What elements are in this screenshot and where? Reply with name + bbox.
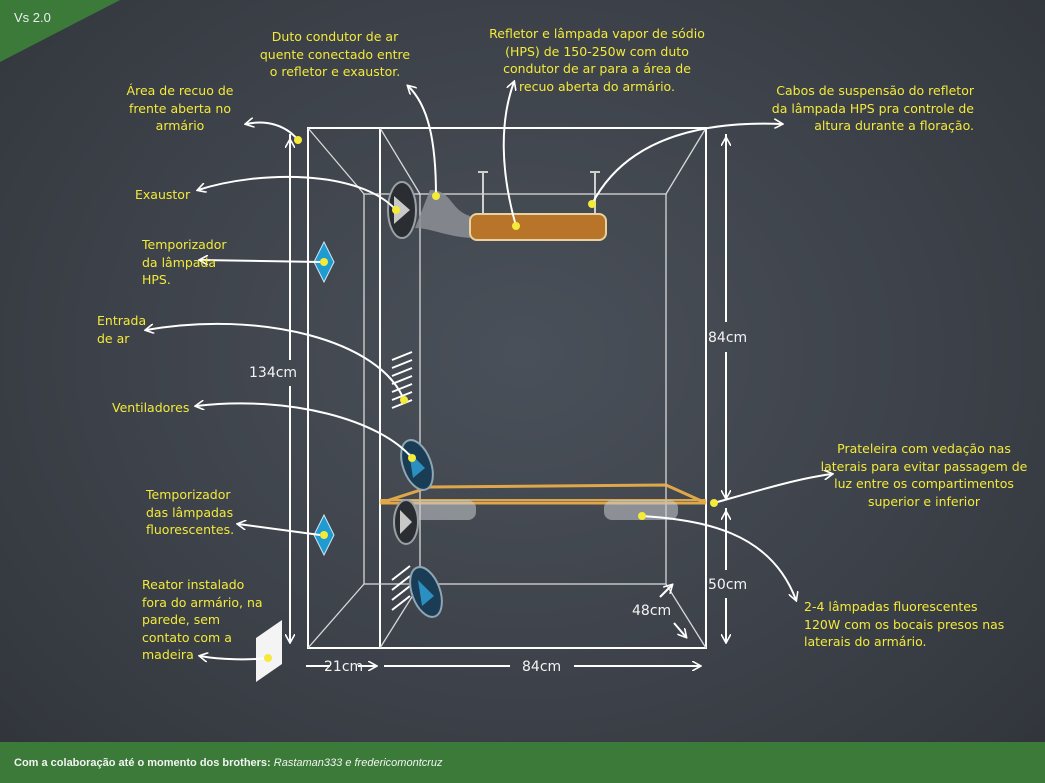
fan-lower — [409, 566, 443, 618]
dimension-width: 84cm — [522, 659, 562, 675]
callout-dots — [264, 136, 718, 662]
dimension-depth-front: 21cm — [324, 659, 364, 675]
footer-bar — [0, 742, 1045, 783]
fan-upper — [400, 439, 434, 491]
reactor-icon — [256, 620, 282, 682]
label-prateleira: Prateleira com vedação nas laterais para… — [820, 441, 1028, 509]
dimension-upper-height: 84cm — [708, 330, 748, 346]
air-inlet-vents — [391, 351, 413, 409]
label-ventiladores: Ventiladores — [112, 400, 190, 415]
exhaust-fan — [387, 181, 417, 239]
label-area-recuo: Área de recuo de frente aberta no armári… — [126, 83, 234, 133]
label-fluorescentes: 2-4 lâmpadas fluorescentes 120W com os b… — [804, 599, 1005, 649]
dimension-total-height: 134cm — [249, 365, 298, 381]
cabinet-inner — [307, 127, 707, 649]
label-exaustor: Exaustor — [135, 187, 191, 202]
air-duct — [415, 190, 470, 238]
version-label: Vs 2.0 — [14, 10, 51, 25]
label-cabos: Cabos de suspensão do refletor da lâmpad… — [771, 83, 974, 133]
footer-credits: Com a colaboração até o momento dos brot… — [14, 757, 443, 769]
label-temporizador-hps: Temporizador da lâmpada HPS. — [142, 237, 227, 287]
lower-vents — [391, 565, 411, 611]
label-reator: Reator instalado fora do armário, na par… — [142, 577, 263, 662]
label-entrada-ar: Entrada de ar — [97, 313, 147, 346]
cabinet-frame — [307, 127, 707, 649]
hps-reflector — [415, 171, 607, 241]
label-temporizador-fluorescentes: Temporizador das lâmpadas fluorescentes. — [146, 487, 235, 537]
corner-ribbon — [0, 0, 120, 62]
label-refletor: Refletor e lâmpada vapor de sódio (HPS) … — [489, 26, 705, 94]
dimension-lines — [290, 134, 726, 666]
footer-lead: Com a colaboração até o momento dos brot… — [14, 757, 271, 769]
label-duto: Duto condutor de ar quente conectado ent… — [259, 29, 411, 79]
dimension-lower-height: 50cm — [708, 577, 748, 593]
fan-fluorescent — [393, 499, 419, 545]
callout-lines — [146, 82, 832, 659]
footer-names: Rastaman333 e fredericomontcruz — [273, 757, 443, 769]
dimension-depth: 48cm — [632, 603, 672, 619]
fluorescent-tube-right — [604, 500, 678, 520]
